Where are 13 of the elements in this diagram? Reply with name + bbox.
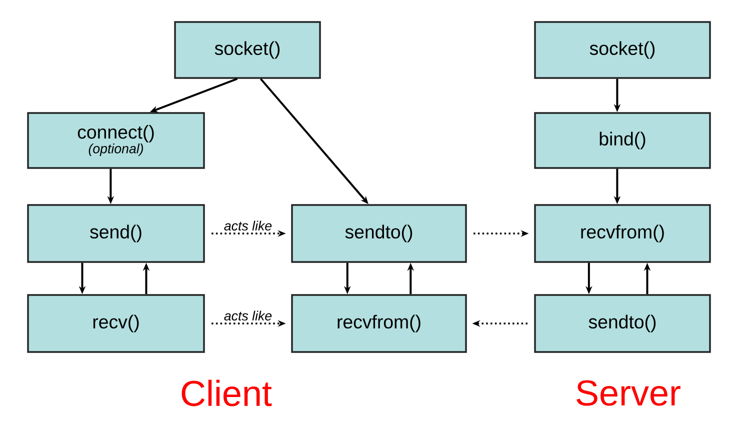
process-box: sendto()	[534, 294, 711, 353]
edge-label: acts like	[222, 219, 274, 232]
process-box: bind()	[534, 112, 711, 169]
process-box: socket()	[534, 21, 711, 79]
process-box: recvfrom()	[291, 294, 467, 353]
process-box: send()	[27, 204, 205, 263]
process-box: recvfrom()	[534, 204, 711, 263]
process-box: connect() (optional)	[27, 112, 205, 169]
process-box: sendto()	[291, 204, 467, 263]
process-box: socket()	[174, 21, 321, 79]
section-label: Client	[182, 380, 272, 406]
process-box: recv()	[27, 294, 205, 353]
edge-label: acts like	[222, 309, 274, 322]
